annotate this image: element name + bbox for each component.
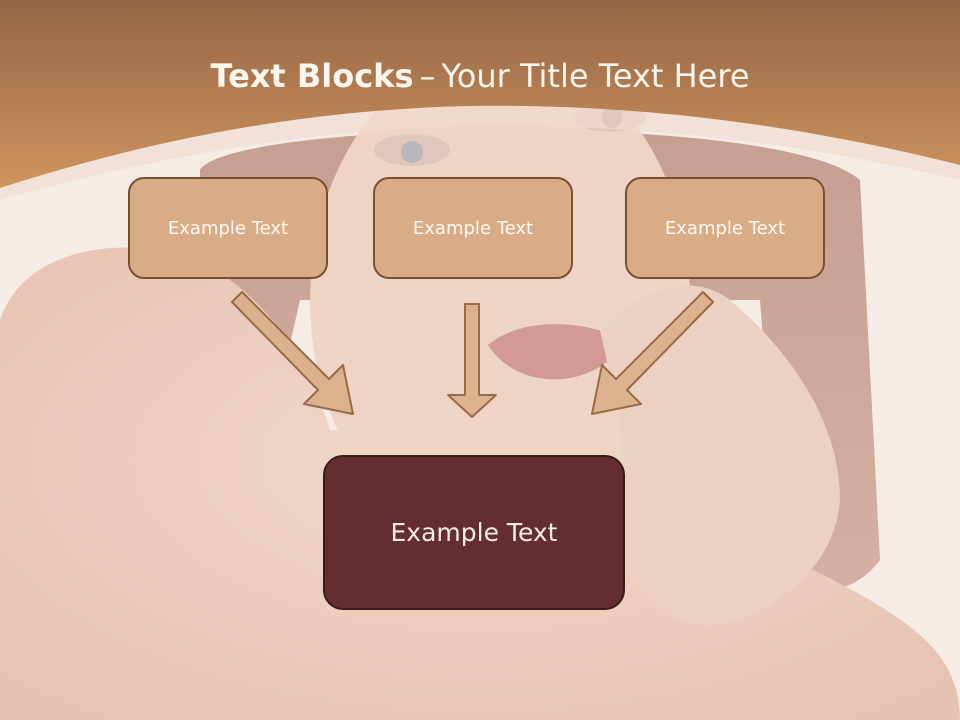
arrow-middle: [447, 303, 497, 418]
title-dash: –: [419, 57, 436, 95]
text-block-middle: Example Text: [373, 177, 573, 279]
text-block-left: Example Text: [128, 177, 328, 279]
text-block-right: Example Text: [625, 177, 825, 279]
title-regular: Your Title Text Here: [441, 57, 750, 95]
title-bold: Text Blocks: [210, 57, 414, 95]
center-text-block: Example Text: [323, 455, 625, 610]
slide-title: Text Blocks–Your Title Text Here: [0, 56, 960, 96]
text-block-right-label: Example Text: [664, 217, 786, 239]
arrow-right: [591, 291, 714, 415]
center-text-block-label: Example Text: [390, 518, 558, 547]
arrow-left: [231, 291, 354, 415]
header-band: [0, 0, 960, 200]
text-block-middle-label: Example Text: [412, 217, 534, 239]
text-block-left-label: Example Text: [167, 217, 289, 239]
